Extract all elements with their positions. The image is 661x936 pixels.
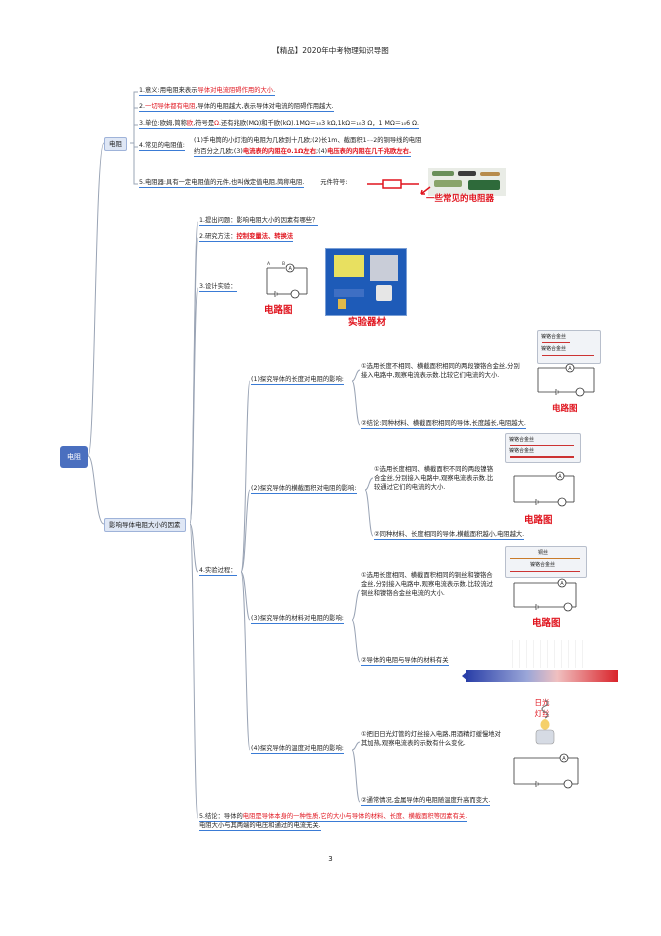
arrow-icon (420, 186, 431, 195)
sub-length-board: 镍铬合金丝 镍铬合金丝 (537, 330, 601, 364)
sub-length-step2: ②结论:同种材料、横截面积相同的导体,长度越长,电阻越大. (361, 420, 526, 429)
root-node[interactable]: 电阻 (60, 446, 88, 468)
sub-area-circuit-caption: 电路图 (524, 515, 553, 526)
common-values-line2: 约百分之几欧;(3)电流表的内阻在0.1Ω左右;(4)电压表的内阻在几千兆欧左右… (194, 148, 412, 157)
sub-area-step2: ②同种材料、长度相同的导体,横截面积越小,电阻越大. (374, 531, 525, 540)
svg-text:A: A (560, 581, 564, 587)
item-meaning: 1.意义:用电阻来表示导体对电流阻碍作用的大小. (139, 87, 276, 96)
sub-material: (3)探究导体的材料对电阻的影响: (251, 615, 344, 624)
sub-area-circuit-diagram: A (513, 471, 575, 507)
sub-temperature-circuit-diagram: A (513, 753, 579, 789)
lamp-caption: 日光灯丝 (534, 698, 550, 718)
sub-material-circuit-caption: 电路图 (532, 618, 561, 629)
design-circuit-diagram: A A B (266, 261, 308, 299)
equipment-image (325, 248, 407, 316)
resistors-image (428, 168, 506, 196)
item-process: 4.实验过程： (199, 567, 237, 576)
sub-material-step1: ①选用长度相同、横截面积相同的铜丝和镍铬合金丝,分别接入电路中,观察电流表示数.… (361, 572, 493, 597)
sub-length: (1)探究导体的长度对电阻的影响: (251, 376, 344, 385)
sub-material-board: 铜丝 镍铬合金丝 (505, 546, 587, 578)
sub-length-circuit-diagram: A (537, 363, 595, 397)
item-unit: 3.单位:欧姆,简称欧,符号是Ω.还有兆欧(MΩ)和千欧(kΩ).1MΩ＝₁₀3… (139, 120, 419, 129)
item-design: 3.设计实验： (199, 283, 237, 292)
item-all-conductors: 2.一切导体都有电阻,导体的电阻越大,表示导体对电流的阻碍作用越大. (139, 103, 334, 112)
sub-material-step2: ②导体的电阻与导体的材料有关 (361, 657, 449, 666)
sub-area-board: 镍铬合金丝 镍铬合金丝 (505, 433, 581, 463)
item-question: 1.提出问题：影响电阻大小的因素有哪些？ (199, 217, 319, 226)
svg-text:A: A (289, 266, 293, 272)
branch-factors[interactable]: 影响导体电阻大小的因素 (104, 518, 186, 532)
svg-text:A: A (558, 474, 562, 480)
lamp-burner-image (535, 699, 555, 745)
item-resistor: 5.电阻器:具有一定电阻值的元件,也叫做定值电阻,简称电阻. 元件符号: (139, 179, 348, 188)
item-method: 2.研究方法：控制变量法、转换法 (199, 233, 294, 242)
item-common-values: 4.常见的电阻值: (139, 142, 185, 151)
equipment-caption: 实验器材 (348, 317, 387, 328)
sub-length-step1: ①选用长度不相同、横截面积相同的两段镍铬合金丝,分别接入电路中,观察电流表示数.… (361, 363, 520, 379)
sub-temperature-step1: ①把旧日光灯管的灯丝接入电路,用酒精灯缓慢地对其加热,观察电流表的示数有什么变化… (361, 731, 501, 747)
common-values-line1: (1)手电筒的小灯泡的电阻为几欧到十几欧;(2)长1m、截面积1₋₋2的铜导线的… (194, 137, 422, 144)
sub-temperature: (4)探究导体的温度对电阻的影响: (251, 745, 344, 754)
sub-area: (2)探究导体的横截面积对电阻的影响: (251, 485, 357, 494)
page-number: 3 (328, 855, 333, 863)
sub-temperature-step2: ②通常情况,金属导体的电阻随温度升高而变大. (361, 797, 491, 806)
resistors-caption: 一些常见的电阻器 (426, 194, 495, 204)
item-conclusion: 5.结论：导体的电阻是导体本身的一种性质,它的大小与导体的材料、长度、横截面积等… (199, 813, 468, 831)
sub-material-circuit-diagram: A (513, 578, 577, 612)
sub-area-step1: ①选用长度相同、横截面积不同的两段镍铬合金丝,分别接入电路中,观察电流表示数.比… (374, 466, 494, 491)
svg-text:A: A (568, 366, 572, 372)
resistor-symbol-icon (367, 179, 419, 189)
sub-length-circuit-caption: 电路图 (552, 404, 578, 414)
page-header: 【精品】2020年中考物理知识导图 (272, 46, 389, 55)
design-circuit-caption: 电路图 (264, 305, 293, 316)
conductivity-chart-image (462, 640, 622, 692)
svg-text:B: B (282, 261, 285, 267)
svg-text:A: A (267, 261, 271, 267)
branch-resistance[interactable]: 电阻 (104, 137, 127, 151)
svg-text:A: A (562, 756, 566, 762)
